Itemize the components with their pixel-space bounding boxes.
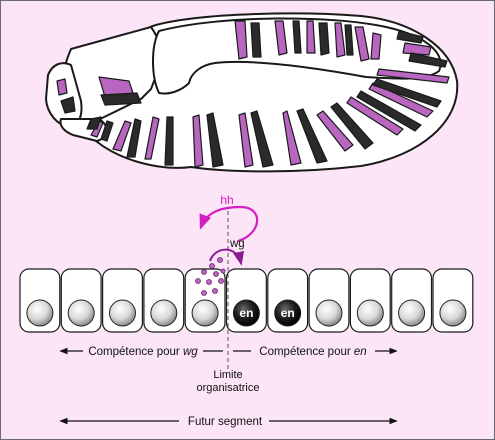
- cell-nucleus: [67, 299, 95, 327]
- cell-row: en en: [19, 268, 474, 333]
- label-bg: [83, 343, 203, 359]
- cell: [143, 268, 185, 333]
- stripe-purple: [144, 116, 160, 160]
- cell-nucleus: [356, 299, 384, 327]
- stripe-purple: [354, 26, 370, 62]
- stripe-dark: [396, 30, 424, 44]
- cell: en: [225, 268, 267, 333]
- stripe-dark: [250, 22, 262, 58]
- stripe-dark: [330, 102, 374, 150]
- hh-label: hh: [220, 193, 233, 207]
- wg-dot: [206, 279, 212, 285]
- cell: en: [267, 268, 309, 333]
- embryo-germ-band: [152, 17, 442, 95]
- competence-wg-label: Compétence pour wg: [88, 346, 198, 358]
- stripe-purple: [274, 20, 288, 56]
- stripe-purple: [56, 78, 68, 96]
- wg-dot: [195, 278, 201, 284]
- stripe-purple: [234, 20, 248, 60]
- stripe-dark: [206, 112, 224, 168]
- wg-dot: [213, 271, 219, 277]
- label-bg: [251, 343, 375, 359]
- hh-signal-arrow: [199, 205, 259, 243]
- stripe-purple: [306, 20, 316, 54]
- stripe-dark: [372, 78, 442, 108]
- stripe-dark: [318, 22, 330, 56]
- cell-nucleus: [109, 299, 136, 327]
- en-label: en: [281, 306, 295, 320]
- stripe-purple: [112, 120, 132, 152]
- stripe-purple: [346, 96, 404, 136]
- wg-dot: [209, 263, 215, 269]
- stripe-dark: [356, 90, 422, 132]
- cell: [391, 268, 433, 333]
- stripe-purple: [192, 114, 204, 168]
- stripe-dark: [126, 118, 142, 158]
- wg-dot: [201, 290, 207, 296]
- cell: [19, 268, 61, 333]
- stripe-purple: [316, 110, 354, 152]
- cell-nucleus: [26, 299, 54, 327]
- wg-label: wg: [229, 238, 245, 250]
- stripe-purple: [376, 68, 450, 84]
- stripe-dark: [408, 52, 448, 68]
- stripe-dark: [86, 116, 102, 130]
- stripe-purple: [238, 112, 254, 168]
- cell: [60, 268, 102, 333]
- stripe-dark: [344, 24, 354, 56]
- cell-nucleus: [315, 299, 343, 327]
- cell-nucleus: [398, 299, 426, 327]
- stripe-dark: [100, 120, 114, 142]
- cell: [432, 268, 474, 333]
- stripe-dark: [250, 110, 274, 168]
- stripe-purple: [334, 22, 346, 58]
- cell: [101, 268, 143, 333]
- limite-label-line1: Limite: [213, 369, 242, 381]
- futur-segment-label: Futur segment: [188, 416, 263, 428]
- wg-dot: [212, 288, 218, 294]
- stripe-dark: [292, 20, 302, 54]
- cell: [308, 268, 350, 333]
- wg-dot: [201, 269, 207, 275]
- competence-en-label: Compétence pour en: [259, 346, 366, 358]
- en-nucleus: [274, 299, 302, 327]
- en-label: en: [239, 306, 253, 320]
- stripe-purple: [282, 110, 302, 166]
- stripe-dark: [60, 96, 76, 114]
- cell-nucleus: [150, 299, 178, 327]
- wg-signal-arrow: [209, 248, 245, 266]
- stripe-purple: [370, 32, 382, 60]
- limite-label-line2: organisatrice: [197, 382, 260, 394]
- stripe-purple: [368, 82, 434, 118]
- en-nucleus: [232, 299, 260, 327]
- embryo: [45, 12, 459, 173]
- cell-nucleus: [191, 299, 219, 327]
- cell: [349, 268, 391, 333]
- stripe-dark: [100, 92, 142, 106]
- cell: [184, 268, 226, 333]
- stripe-purple: [402, 42, 432, 56]
- wg-protein-dots: [195, 257, 226, 296]
- stripe-dark: [296, 108, 328, 164]
- cell-nucleus: [439, 299, 467, 327]
- wg-dot: [217, 257, 223, 263]
- stripe-dark: [164, 116, 174, 166]
- wg-dot: [220, 268, 226, 274]
- wg-dot: [218, 278, 224, 284]
